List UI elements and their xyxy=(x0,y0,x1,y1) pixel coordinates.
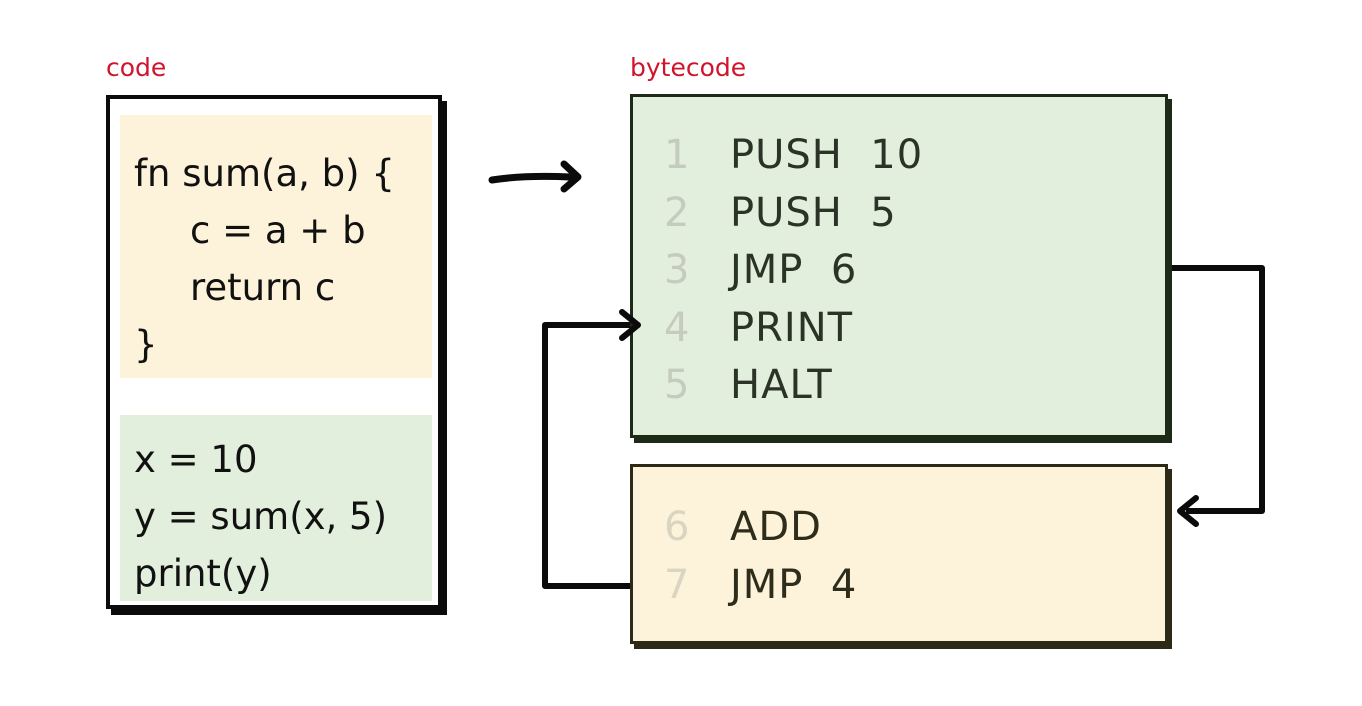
instruction: PUSH 10 xyxy=(730,132,924,178)
arrow-right-icon xyxy=(488,160,582,193)
code-line: } xyxy=(134,323,158,366)
bytecode-main-block: 1 PUSH 10 2 PUSH 5 3 JMP 6 4 PRINT 5 HALT xyxy=(630,94,1168,438)
code-line: fn sum(a, b) { xyxy=(134,152,395,195)
bytecode-line: 1 PUSH 10 xyxy=(664,127,1165,185)
code-line: x = 10 xyxy=(134,438,258,481)
instruction: HALT xyxy=(730,362,833,408)
line-number: 4 xyxy=(664,304,690,351)
instruction: ADD xyxy=(730,504,822,550)
code-label: code xyxy=(106,53,167,82)
bytecode-label: bytecode xyxy=(630,53,747,82)
code-line: c = a + b xyxy=(190,209,366,252)
bytecode-line: 4 PRINT xyxy=(664,300,1165,358)
code-line: print(y) xyxy=(134,552,272,595)
line-number: 2 xyxy=(664,189,690,236)
bytecode-line: 7 JMP 4 xyxy=(664,557,1165,615)
code-box: fn sum(a, b) { c = a + b return c } x = … xyxy=(106,95,442,609)
main-code-block: x = 10 y = sum(x, 5) print(y) xyxy=(120,415,432,601)
return-arrow-icon xyxy=(542,309,641,589)
code-line: y = sum(x, 5) xyxy=(134,495,388,538)
instruction: JMP 4 xyxy=(730,561,858,608)
code-line: return c xyxy=(190,266,336,309)
instruction: PRINT xyxy=(730,304,854,351)
bytecode-line: 2 PUSH 5 xyxy=(664,185,1165,243)
line-number: 3 xyxy=(664,247,690,293)
line-number: 1 xyxy=(664,132,690,178)
bytecode-sub-block: 6 ADD 7 JMP 4 xyxy=(630,464,1168,644)
jump-arrow-icon xyxy=(1172,265,1265,527)
bytecode-line: 3 JMP 6 xyxy=(664,242,1165,300)
instruction: PUSH 5 xyxy=(730,189,897,236)
line-number: 5 xyxy=(664,362,690,408)
bytecode-line: 5 HALT xyxy=(664,357,1165,415)
function-code-block: fn sum(a, b) { c = a + b return c } xyxy=(120,115,432,378)
line-number: 6 xyxy=(664,504,690,550)
line-number: 7 xyxy=(664,561,690,608)
instruction: JMP 6 xyxy=(730,247,858,293)
bytecode-line: 6 ADD xyxy=(664,499,1165,557)
